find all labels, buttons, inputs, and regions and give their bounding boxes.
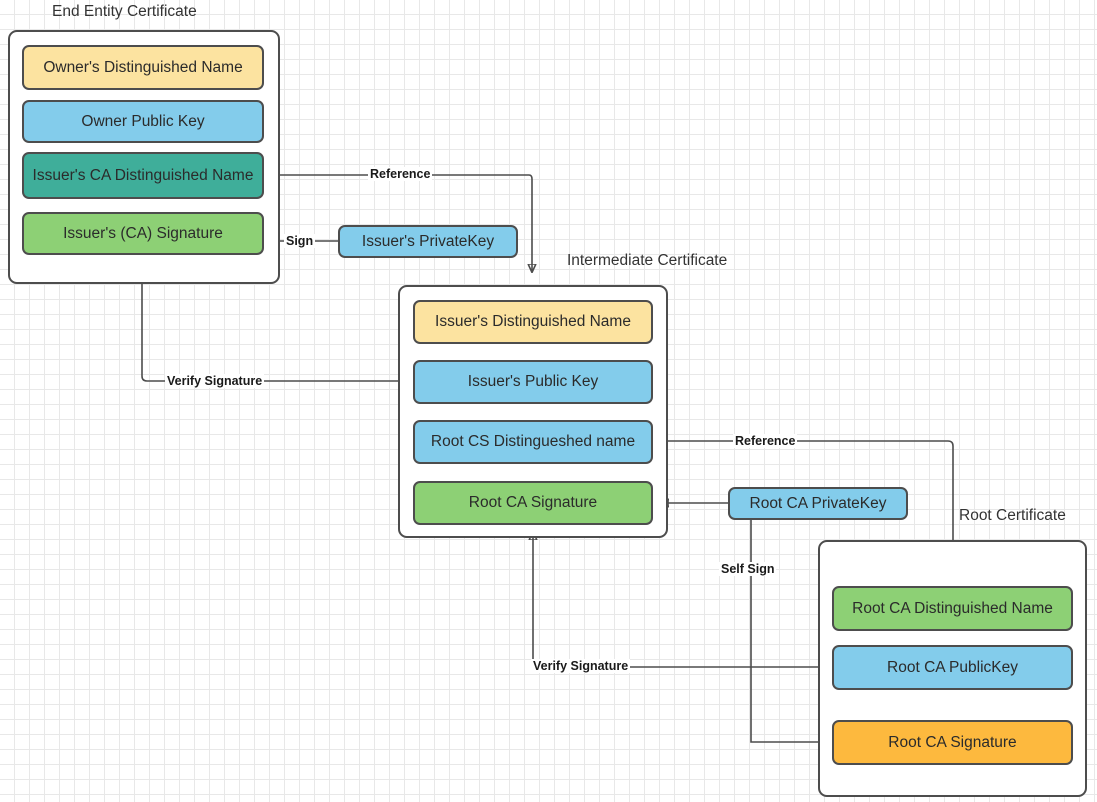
- root-ca-private-key-box[interactable]: Root CA PrivateKey: [728, 487, 908, 520]
- caption-end-entity-certificate: End Entity Certificate: [52, 3, 197, 20]
- intermediate-field-issuer-distinguished-name[interactable]: Issuer's Distinguished Name: [413, 300, 653, 344]
- intermediate-field-root-ca-signature[interactable]: Root CA Signature: [413, 481, 653, 525]
- intermediate-field-root-cs-distinguished-name[interactable]: Root CS Distingueshed name: [413, 420, 653, 464]
- root-field-root-ca-public-key[interactable]: Root CA PublicKey: [832, 645, 1073, 690]
- edge-label-root-self-sign: Self Sign: [719, 562, 777, 576]
- edge-label-ee-sign: Sign: [284, 234, 316, 248]
- edge-label-int-reference: Reference: [733, 434, 798, 448]
- caption-root-certificate: Root Certificate: [959, 507, 1066, 524]
- edge-label-ee-verify-signature: Verify Signature: [165, 374, 265, 388]
- issuer-private-key-box[interactable]: Issuer's PrivateKey: [338, 225, 518, 258]
- intermediate-field-issuer-public-key[interactable]: Issuer's Public Key: [413, 360, 653, 404]
- edge-label-ee-reference: Reference: [368, 167, 433, 181]
- caption-intermediate-certificate: Intermediate Certificate: [567, 252, 728, 269]
- edge-label-int-verify-signature: Verify Signature: [531, 659, 631, 673]
- end-entity-field-owner-distinguished-name[interactable]: Owner's Distinguished Name: [22, 45, 264, 90]
- wire-root-self-sign: [750, 520, 826, 742]
- end-entity-field-owner-public-key[interactable]: Owner Public Key: [22, 100, 264, 143]
- end-entity-field-issuer-ca-distinguished-name[interactable]: Issuer's CA Distinguished Name: [22, 152, 264, 199]
- wire-int-verify: [533, 532, 832, 668]
- end-entity-field-issuer-ca-signature[interactable]: Issuer's (CA) Signature: [22, 212, 264, 255]
- root-field-root-ca-distinguished-name[interactable]: Root CA Distinguished Name: [832, 586, 1073, 631]
- root-field-root-ca-signature[interactable]: Root CA Signature: [832, 720, 1073, 765]
